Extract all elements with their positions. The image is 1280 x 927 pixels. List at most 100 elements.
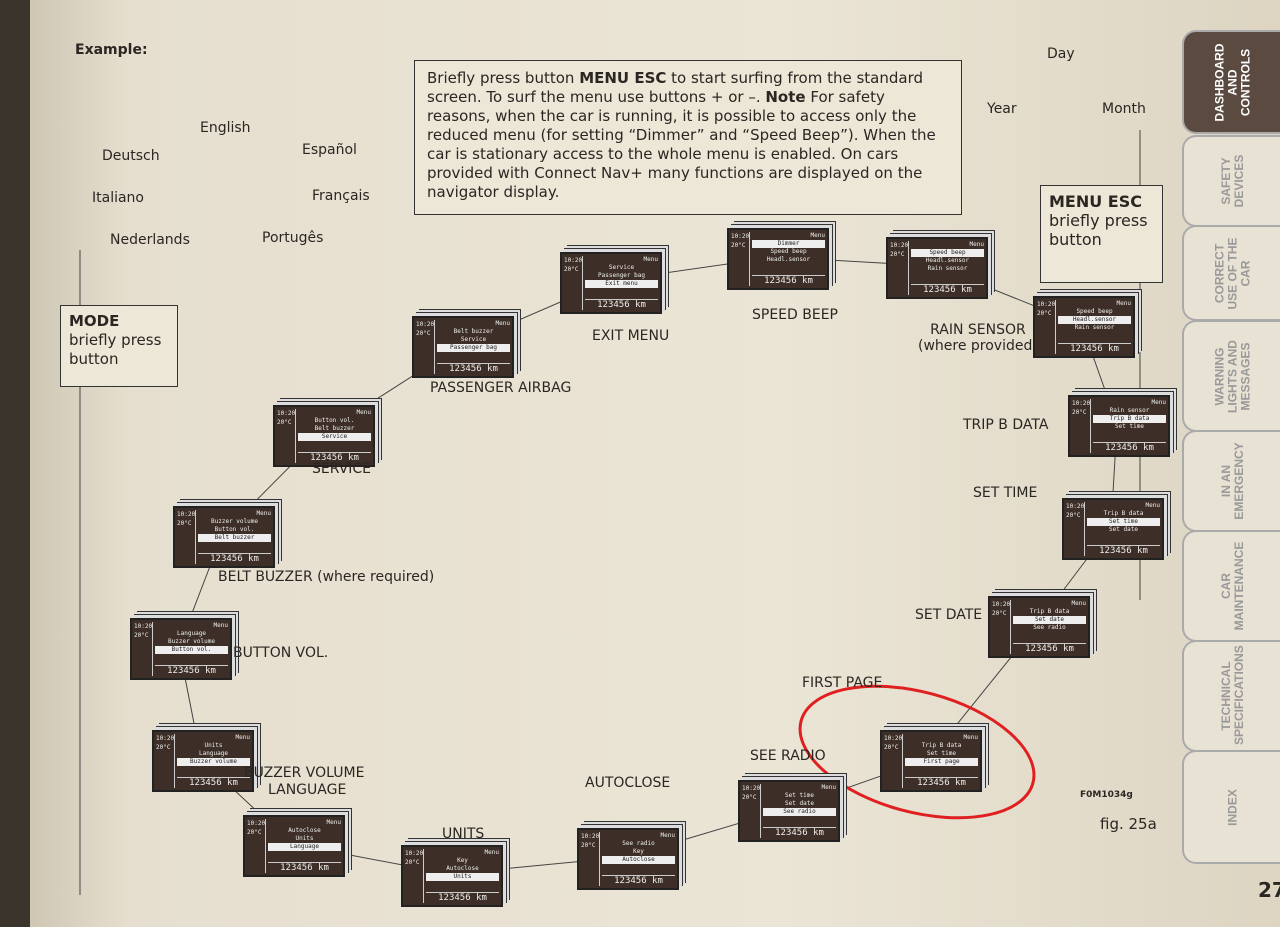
screen-label: PASSENGER AIRBAG: [430, 380, 572, 396]
section-tab[interactable]: CAR MAINTENANCE: [1182, 530, 1280, 642]
temp-readout: 20°C: [247, 829, 262, 836]
screen-label: BUZZER VOLUME: [244, 765, 365, 781]
menu-line: Trip B data: [1029, 608, 1070, 615]
menu-title: Menu: [1071, 600, 1086, 607]
section-tab[interactable]: WARNING LIGHTS AND MESSAGES: [1182, 320, 1280, 432]
odometer: 123456 km: [426, 892, 499, 903]
menu-line: Headl.sensor: [925, 257, 970, 264]
menu-line: Exit menu: [585, 280, 658, 288]
menu-line: Belt buzzer: [198, 534, 271, 542]
menu-line: Language: [268, 843, 341, 851]
odometer: 123456 km: [198, 553, 271, 564]
screen-label: UNITS: [442, 826, 485, 842]
odometer: 123456 km: [1093, 442, 1166, 453]
temp-readout: 20°C: [1066, 512, 1081, 519]
section-tab[interactable]: DASHBOARD AND CONTROLS: [1182, 30, 1280, 134]
menu-line: Buzzer volume: [177, 758, 250, 766]
time-readout: 10:20: [992, 601, 1011, 608]
period-option: Year: [987, 101, 1017, 117]
section-tab[interactable]: TECHNICAL SPECIFICATIONS: [1182, 640, 1280, 752]
figure-caption: fig. 25a: [1100, 815, 1157, 833]
temp-readout: 20°C: [890, 251, 905, 258]
menu-line: See radio: [1033, 624, 1066, 631]
menu-line: Passenger bag: [598, 272, 645, 279]
temp-readout: 20°C: [884, 744, 899, 751]
temp-readout: 20°C: [134, 632, 149, 639]
time-readout: 10:20: [564, 257, 583, 264]
menu-line: Speed beep: [911, 249, 984, 257]
menu-title: Menu: [213, 622, 228, 629]
time-readout: 10:20: [890, 242, 909, 249]
time-readout: 10:20: [134, 623, 153, 630]
menu-title: Menu: [484, 849, 499, 856]
section-tab[interactable]: INDEX: [1182, 750, 1280, 864]
temp-readout: 20°C: [731, 242, 746, 249]
menu-line: Units: [295, 835, 314, 842]
menu-line: Rain sensor: [927, 265, 968, 272]
time-readout: 10:20: [1072, 400, 1091, 407]
section-tab[interactable]: IN AN EMERGENCY: [1182, 430, 1280, 532]
odometer: 123456 km: [602, 875, 675, 886]
red-highlight-circle: [798, 684, 1036, 820]
menu-line: Language: [199, 750, 228, 757]
section-tab[interactable]: SAFETY DEVICES: [1182, 135, 1280, 227]
menu-line: Button vol.: [155, 646, 228, 654]
menu-line: Passenger bag: [437, 344, 510, 352]
temp-readout: 20°C: [1072, 409, 1087, 416]
time-readout: 10:20: [1066, 503, 1085, 510]
screen-label: BELT BUZZER (where required): [218, 569, 435, 585]
temp-readout: 20°C: [277, 419, 292, 426]
odometer: 123456 km: [298, 452, 371, 463]
menu-line: Key: [633, 848, 644, 855]
odometer: 123456 km: [1013, 643, 1086, 654]
menu-line: Headl.sensor: [1058, 316, 1131, 324]
language-option: English: [200, 120, 251, 136]
menu-line: See radio: [763, 808, 836, 816]
menu-line: Set date: [1013, 616, 1086, 624]
menu-line: See radio: [622, 840, 655, 847]
menu-line: Service: [608, 264, 635, 271]
odometer: 123456 km: [437, 363, 510, 374]
temp-readout: 20°C: [992, 610, 1007, 617]
menu-line: Trip B data: [921, 742, 962, 749]
language-option: Español: [302, 142, 357, 158]
menu-title: Menu: [495, 320, 510, 327]
odometer: 123456 km: [1058, 343, 1131, 354]
menu-line: Set time: [1087, 518, 1160, 526]
period-option: Day: [1047, 46, 1075, 62]
info-box: Briefly press button MENU ESC to start s…: [414, 60, 962, 215]
menu-line: Button vol.: [314, 417, 355, 424]
period-option: Month: [1102, 101, 1146, 117]
temp-readout: 20°C: [1037, 310, 1052, 317]
screen-label: FIRST PAGE: [802, 675, 883, 691]
section-tab[interactable]: CORRECT USE OF THE CAR: [1182, 225, 1280, 321]
menu-title: Menu: [660, 832, 675, 839]
odometer: 123456 km: [752, 275, 825, 286]
menu-title: Menu: [256, 510, 271, 517]
menu-line: Buzzer volume: [211, 518, 258, 525]
menu-title: Menu: [963, 734, 978, 741]
screen-label: SPEED BEEP: [752, 307, 838, 323]
temp-readout: 20°C: [156, 744, 171, 751]
time-readout: 10:20: [277, 410, 296, 417]
language-option: Italiano: [92, 190, 144, 206]
odometer: 123456 km: [268, 862, 341, 873]
odometer: 123456 km: [763, 827, 836, 838]
menu-line: Key: [457, 857, 468, 864]
menu-line: Set date: [785, 800, 814, 807]
menu-line: Belt buzzer: [453, 328, 494, 335]
